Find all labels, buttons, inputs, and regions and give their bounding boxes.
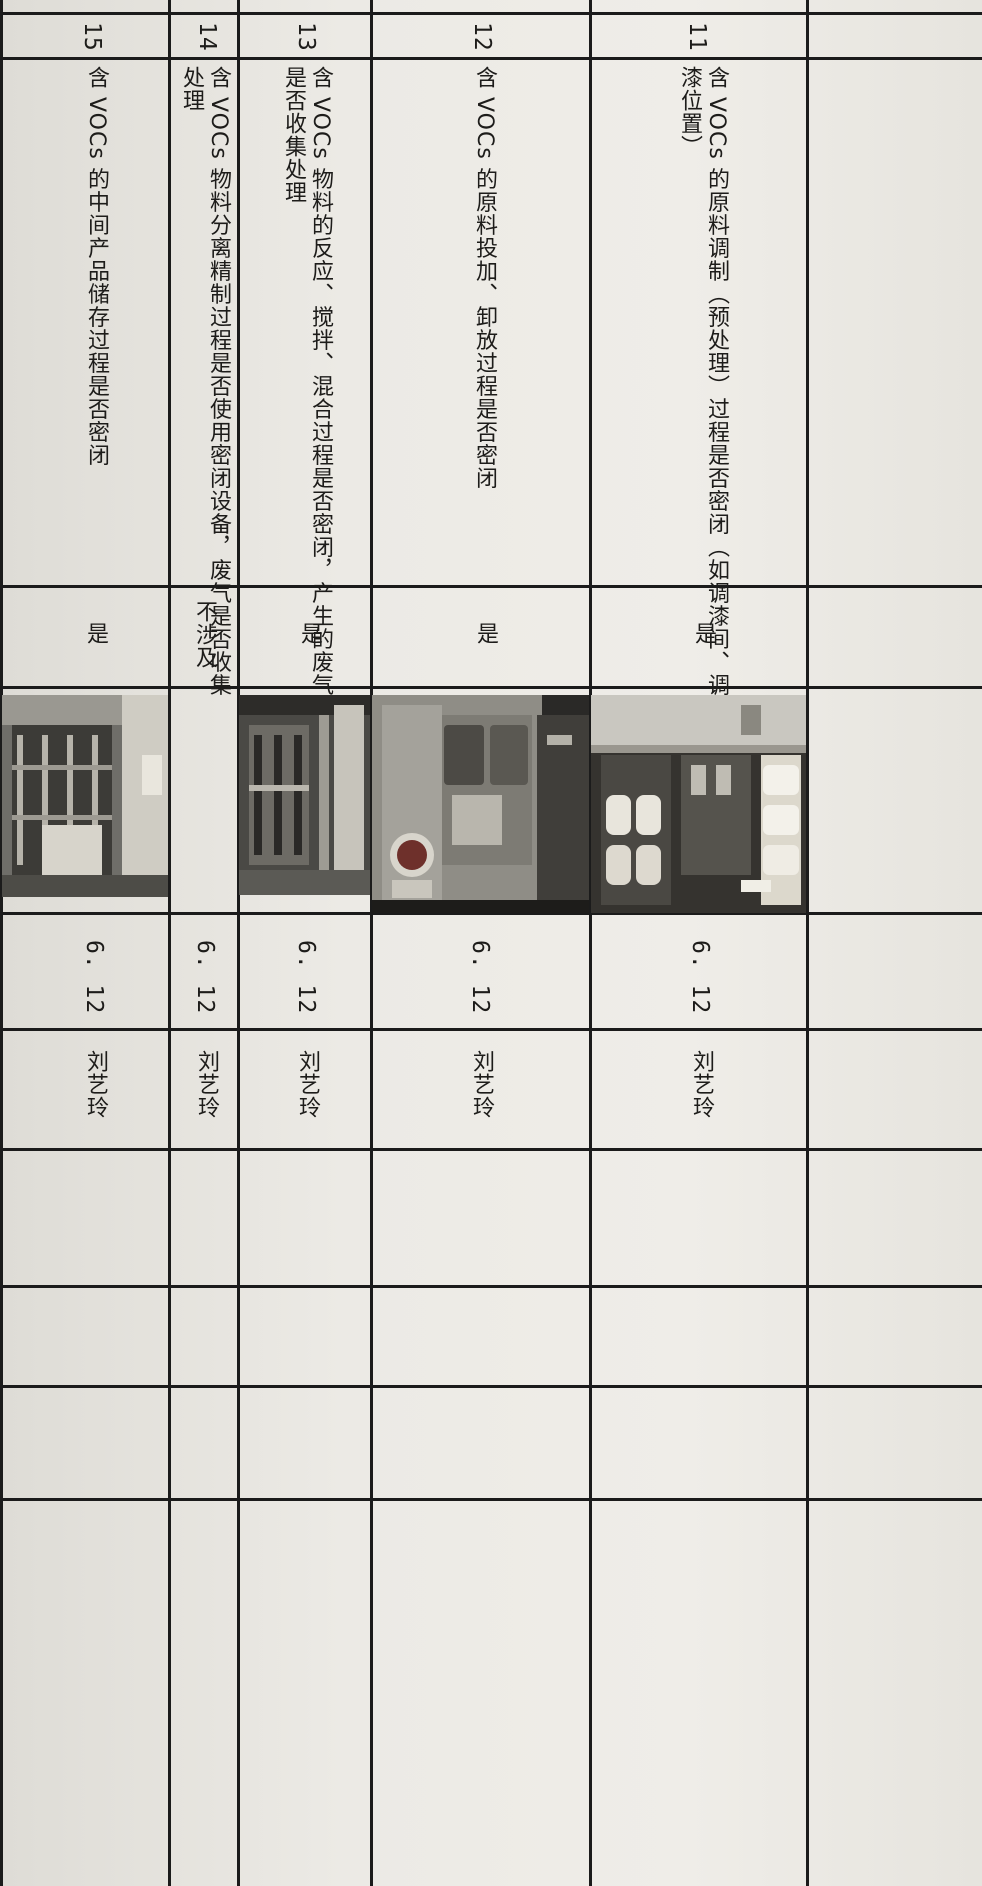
row-12-inspector: 刘艺玲: [469, 1050, 494, 1119]
table-border-top: [0, 12, 982, 15]
row-13-seq: 13: [293, 22, 319, 52]
row-12-seq: 12: [469, 22, 495, 52]
row-15-seq: 15: [79, 22, 105, 52]
row-13-inspector: 刘艺玲: [295, 1050, 320, 1119]
row-12-photo: [372, 695, 589, 913]
row-14-date: 6. 12: [192, 940, 218, 1015]
row-12-result: 是: [473, 622, 498, 645]
row-13-date: 6. 12: [293, 940, 319, 1015]
row-14-result: 不涉及: [192, 600, 217, 669]
row-12-item: 含 VOCs 的原料投加、卸放过程是否密闭: [472, 66, 497, 490]
row-15-item: 含 VOCs 的中间产品储存过程是否密闭: [84, 66, 109, 467]
storage-area-photo: [2, 695, 168, 897]
row-14-item: 含 VOCs 物料分离精制过程是否使用密闭设备，废气是否收集处理: [179, 66, 231, 697]
row-divider-12-11: [589, 0, 592, 1886]
item-divider: [0, 585, 982, 588]
blank-divider-2: [0, 1385, 982, 1388]
row-11-date: 6. 12: [687, 940, 713, 1015]
blank-divider-3: [0, 1498, 982, 1501]
reactor-area-photo: [239, 695, 370, 895]
row-13-photo: [239, 695, 370, 895]
blank-divider-1: [0, 1285, 982, 1288]
row-12-date: 6. 12: [467, 940, 493, 1015]
inspector-divider: [0, 1148, 982, 1151]
table-border-left: [0, 0, 3, 1886]
row-11-seq: 11: [684, 22, 710, 52]
table-border-right: [806, 0, 809, 1886]
row-15-photo: [2, 695, 168, 897]
row-11-photo: [591, 695, 806, 913]
row-11-item: 含 VOCs 的原料调制（预处理）过程是否密闭（如调漆间、调漆位置）: [677, 66, 729, 697]
row-15-date: 6. 12: [81, 940, 107, 1015]
sealed-equipment-photo: [372, 695, 589, 913]
date-divider: [0, 1028, 982, 1031]
mixing-room-photo: [591, 695, 806, 913]
photo-divider: [0, 912, 982, 915]
row-divider-15-14: [168, 0, 171, 1886]
result-divider: [0, 686, 982, 689]
seq-divider: [0, 57, 982, 60]
row-14-inspector: 刘艺玲: [194, 1050, 219, 1119]
row-11-result: 是: [691, 622, 716, 645]
row-divider-14-13: [237, 0, 240, 1886]
row-divider-13-12: [370, 0, 373, 1886]
row-14-seq: 14: [194, 22, 220, 52]
row-13-result: 是: [297, 622, 322, 645]
row-13-item: 含 VOCs 物料的反应、搅拌、混合过程是否密闭，产生的废气是否收集处理: [281, 66, 333, 697]
row-15-inspector: 刘艺玲: [83, 1050, 108, 1119]
row-11-inspector: 刘艺玲: [689, 1050, 714, 1119]
row-15-result: 是: [83, 622, 108, 645]
